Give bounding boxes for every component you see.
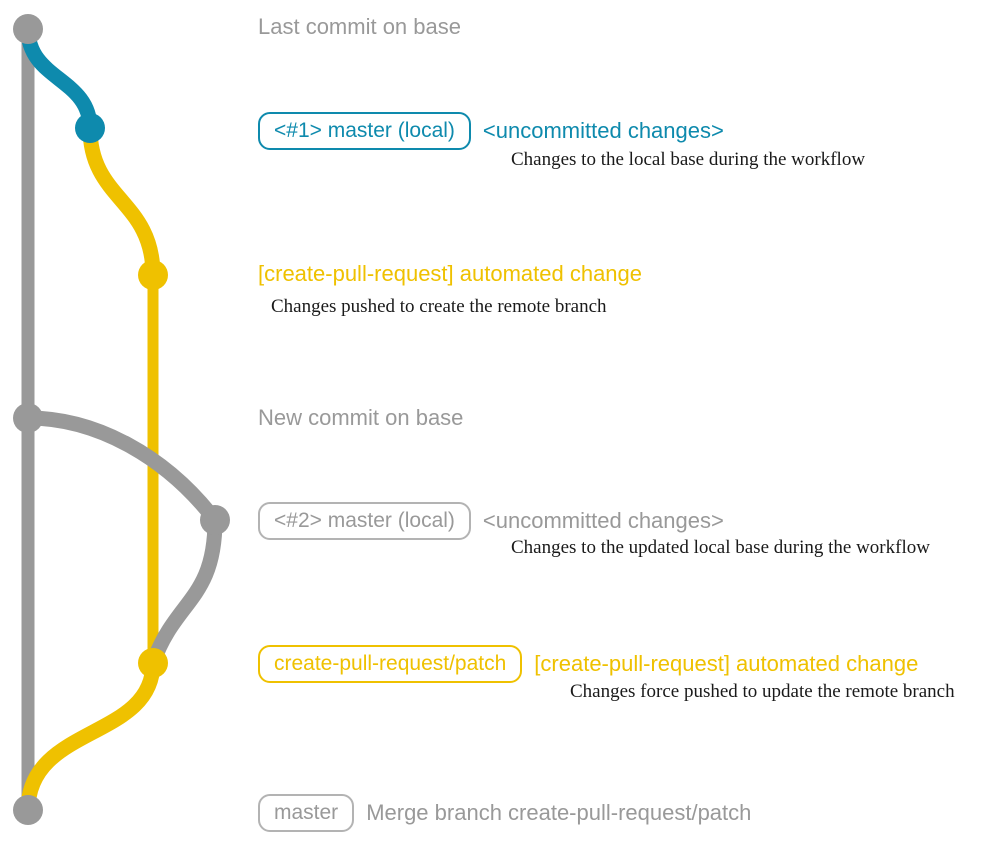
commit-node-remote-automated-1[interactable] xyxy=(138,260,168,290)
row-new-commit-on-base: New commit on base xyxy=(258,405,464,430)
commit-description-uncommitted-2: Changes to the updated local base during… xyxy=(511,537,930,558)
row-automated-change-1: [create-pull-request] automated change xyxy=(258,261,643,286)
local-to-remote-line-2 xyxy=(145,512,223,671)
commit-node-base-last[interactable] xyxy=(13,14,43,44)
commit-description-automated-change-1: Changes pushed to create the remote bran… xyxy=(271,296,607,317)
commit-subject-automated-change-1: [create-pull-request] automated change xyxy=(258,261,643,286)
row-last-commit-on-base: Last commit on base xyxy=(258,14,461,39)
branch-badge-master-local-1[interactable]: <#1> master (local) xyxy=(258,112,471,151)
commit-subject-uncommitted-1: <uncommitted changes> xyxy=(482,117,724,143)
commit-subject-automated-change-2: [create-pull-request] automated change xyxy=(534,650,919,676)
row-merge-commit: master Merge branch create-pull-request/… xyxy=(258,794,752,833)
commit-node-remote-automated-2[interactable] xyxy=(138,648,168,678)
commit-node-local-uncommitted-1[interactable] xyxy=(75,113,105,143)
local-branch-line-2 xyxy=(20,410,223,528)
merge-line xyxy=(20,655,161,818)
commit-subject-new-commit-on-base: New commit on base xyxy=(258,405,464,430)
commit-subject-uncommitted-2: <uncommitted changes> xyxy=(482,507,724,533)
branch-badge-master[interactable]: master xyxy=(258,794,355,833)
remote-branch-line-1 xyxy=(82,120,161,283)
commit-subject-last-commit-on-base: Last commit on base xyxy=(258,14,461,39)
row-automated-change-2: create-pull-request/patch [create-pull-r… xyxy=(258,645,919,684)
branch-badge-master-local-2[interactable]: <#2> master (local) xyxy=(258,502,471,541)
commit-node-base-new[interactable] xyxy=(13,403,43,433)
commit-description-automated-change-2: Changes force pushed to update the remot… xyxy=(570,681,955,702)
commit-node-local-uncommitted-2[interactable] xyxy=(200,505,230,535)
local-branch-line-1 xyxy=(20,21,98,136)
branch-badge-create-pull-request-patch[interactable]: create-pull-request/patch xyxy=(258,645,523,684)
commit-node-base-merge[interactable] xyxy=(13,795,43,825)
row-master-local-1: <#1> master (local) <uncommitted changes… xyxy=(258,112,724,151)
commit-subject-merge: Merge branch create-pull-request/patch xyxy=(366,799,752,825)
row-master-local-2: <#2> master (local) <uncommitted changes… xyxy=(258,502,724,541)
commit-description-uncommitted-1: Changes to the local base during the wor… xyxy=(511,149,866,170)
